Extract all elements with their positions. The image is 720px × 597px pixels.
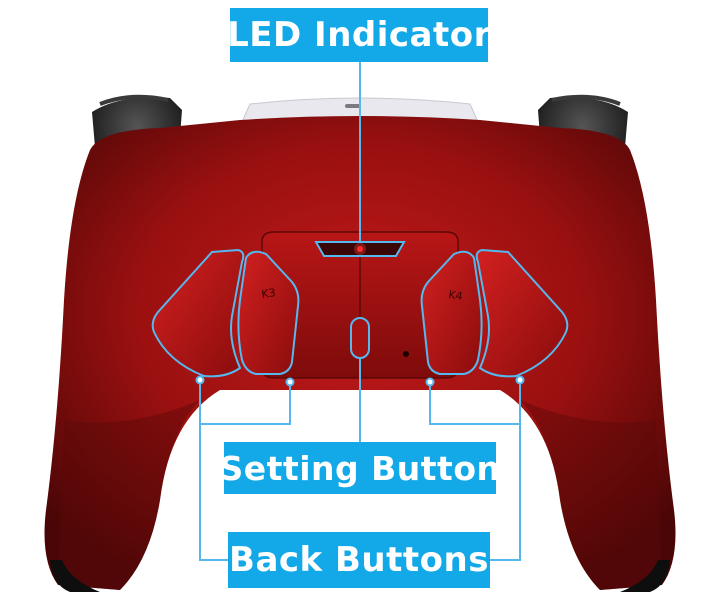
leader-lines	[199, 62, 521, 561]
back-leader-right-inner	[429, 382, 520, 425]
dot-k4	[425, 377, 435, 387]
back-leader-right	[490, 380, 521, 561]
dot-k3	[285, 377, 295, 387]
back-button-outer-left[interactable]	[151, 248, 245, 378]
back-buttons-callout: Back Buttons	[228, 532, 490, 588]
dot-outer-left	[195, 375, 205, 385]
dot-outer-right	[515, 375, 525, 385]
led-indicator-callout: LED Indicator	[227, 8, 490, 62]
k4-label: K4	[448, 288, 464, 303]
back-leader-left-inner	[200, 382, 291, 425]
back-button-k3[interactable]	[237, 250, 300, 375]
led-light	[357, 246, 363, 252]
usb-port	[345, 104, 361, 108]
right-grip-tip	[620, 560, 670, 592]
back-button-k4[interactable]	[420, 250, 483, 375]
back-button-outer-right[interactable]	[475, 248, 569, 378]
left-grip-tip	[50, 560, 100, 592]
reset-hole	[403, 351, 409, 357]
back-leader-left	[199, 380, 228, 561]
setting-button-callout: Setting Button	[220, 442, 500, 494]
setting-button[interactable]	[350, 317, 370, 359]
k3-label: K3	[261, 286, 277, 301]
